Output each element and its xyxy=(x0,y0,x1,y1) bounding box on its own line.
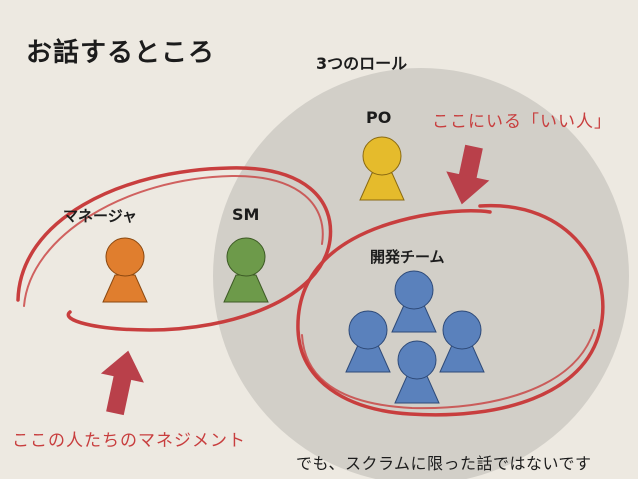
roles-heading: 3つのロール xyxy=(316,54,408,73)
up-arrow-icon xyxy=(100,350,144,416)
good-people-annotation: ここにいる「いい人」 xyxy=(432,112,612,132)
person-icon xyxy=(391,270,437,333)
po-label: PO xyxy=(366,108,392,127)
down-arrow-icon xyxy=(446,144,490,205)
manager-sm-loop xyxy=(16,166,333,332)
dev-team-label: 開発チーム xyxy=(370,248,445,266)
person-icon xyxy=(394,340,440,404)
person-icon xyxy=(439,310,485,373)
person-icon xyxy=(359,136,405,201)
sm-label: SM xyxy=(232,205,260,224)
management-annotation: ここの人たちのマネジメント xyxy=(12,431,246,451)
person-icon xyxy=(345,310,391,373)
slide-title: お話するところ xyxy=(26,38,216,68)
footer-note: でも、スクラムに限った話ではないです xyxy=(296,454,592,473)
person-icon xyxy=(102,237,148,303)
person-icon xyxy=(223,237,269,303)
dev-team-loop xyxy=(296,203,605,417)
manager-label: マネージャ xyxy=(63,207,137,225)
